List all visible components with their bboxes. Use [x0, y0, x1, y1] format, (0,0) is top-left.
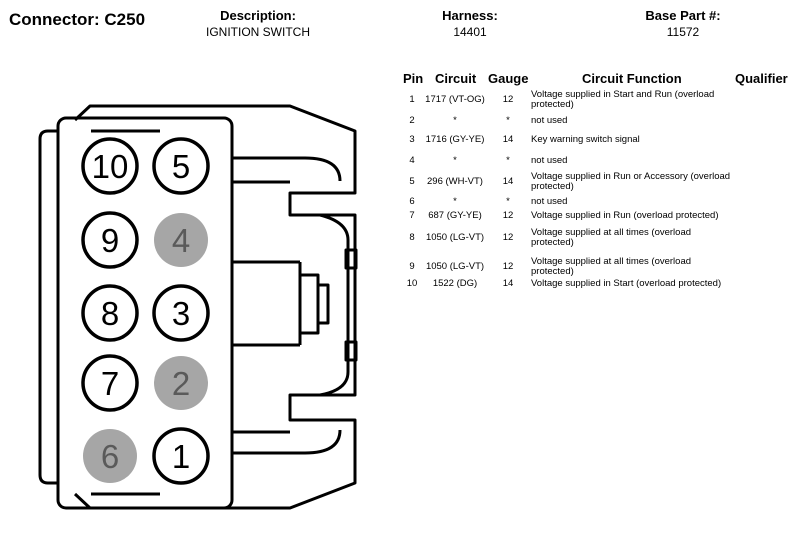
description-label: Description:: [220, 8, 296, 23]
pin-2-label: 2: [172, 365, 190, 402]
pin-6-circle: [83, 429, 137, 483]
row-function: Voltage supplied in Run (overload protec…: [531, 209, 719, 221]
row-circuit: 1522 (DG): [432, 277, 478, 289]
pin-7-circle: [81, 354, 139, 412]
qualifier-column-header: Qualifier: [735, 71, 788, 86]
pin-3-circle: [152, 284, 210, 342]
pin-9-circle: [81, 211, 139, 269]
pin-5-circle: [152, 137, 210, 195]
row-circuit: 687 (GY-YE): [428, 209, 482, 221]
row-function: not used: [531, 154, 568, 166]
row-function: Key warning switch signal: [531, 133, 640, 145]
row-pin: 5: [409, 175, 415, 187]
pin-8-circle: [81, 284, 139, 342]
pin-5-label: 5: [172, 148, 190, 185]
row-gauge: 12: [502, 231, 514, 243]
pin-10-circle: [81, 137, 139, 195]
row-circuit: *: [453, 195, 457, 207]
harness-label: Harness:: [442, 8, 498, 23]
base-part-value: 11572: [666, 25, 700, 39]
base-part-label: Base Part #:: [645, 8, 721, 23]
row-function: Voltage supplied in Start (overload prot…: [531, 277, 722, 289]
pin-1-label: 1: [172, 438, 190, 475]
row-gauge: 14: [502, 133, 514, 145]
pin-4-circle: [154, 213, 208, 267]
row-function: Voltage supplied at all times (overload …: [531, 255, 692, 277]
row-pin: 10: [406, 277, 418, 289]
row-pin: 4: [409, 154, 415, 166]
row-circuit: *: [453, 154, 457, 166]
connector-title: Connector: C250: [9, 10, 146, 29]
row-gauge: *: [506, 114, 510, 126]
pin-7-label: 7: [101, 365, 119, 402]
row-pin: 8: [409, 231, 415, 243]
row-pin: 9: [409, 260, 415, 272]
row-function: Voltage supplied in Start and Run (overl…: [531, 88, 715, 110]
pin-4-label: 4: [172, 222, 190, 259]
pin-grid: 10 5 9 4 8 3 7 2 6 1: [81, 137, 210, 485]
row-pin: 6: [409, 195, 415, 207]
row-pin: 3: [409, 133, 415, 145]
row-gauge: 12: [502, 93, 514, 105]
row-gauge: 14: [502, 175, 514, 187]
row-circuit: *: [453, 114, 457, 126]
row-pin: 1: [409, 93, 415, 105]
row-gauge: 14: [502, 277, 514, 289]
pin-column-header: Pin: [403, 71, 424, 86]
pin-10-label: 10: [92, 148, 129, 185]
row-function: not used: [531, 195, 568, 207]
pin-8-label: 8: [101, 295, 119, 332]
row-pin: 2: [409, 114, 415, 126]
row-circuit: 1717 (VT-OG): [425, 93, 485, 105]
connector-housing: [38, 104, 358, 510]
row-circuit: 1716 (GY-YE): [425, 133, 485, 145]
circuit-column-header: Circuit: [435, 71, 477, 86]
pin-9-label: 9: [101, 222, 119, 259]
row-gauge: *: [506, 154, 510, 166]
function-column-header: Circuit Function: [582, 71, 682, 86]
row-function: Voltage supplied in Run or Accessory (ov…: [531, 170, 731, 192]
row-function: Voltage supplied at all times (overload …: [531, 226, 692, 248]
row-gauge: *: [506, 195, 510, 207]
row-pin: 7: [409, 209, 415, 221]
row-gauge: 12: [502, 209, 514, 221]
pin-1-circle: [152, 427, 210, 485]
pin-3-label: 3: [172, 295, 190, 332]
row-gauge: 12: [502, 260, 514, 272]
description-value: IGNITION SWITCH: [206, 25, 310, 39]
row-function: not used: [531, 114, 568, 126]
pin-2-circle: [154, 356, 208, 410]
harness-value: 14401: [453, 25, 487, 39]
gauge-column-header: Gauge: [488, 71, 529, 86]
row-circuit: 296 (WH-VT): [427, 175, 483, 187]
row-circuit: 1050 (LG-VT): [425, 231, 485, 243]
pin-6-label: 6: [101, 438, 119, 475]
row-circuit: 1050 (LG-VT): [425, 260, 485, 272]
